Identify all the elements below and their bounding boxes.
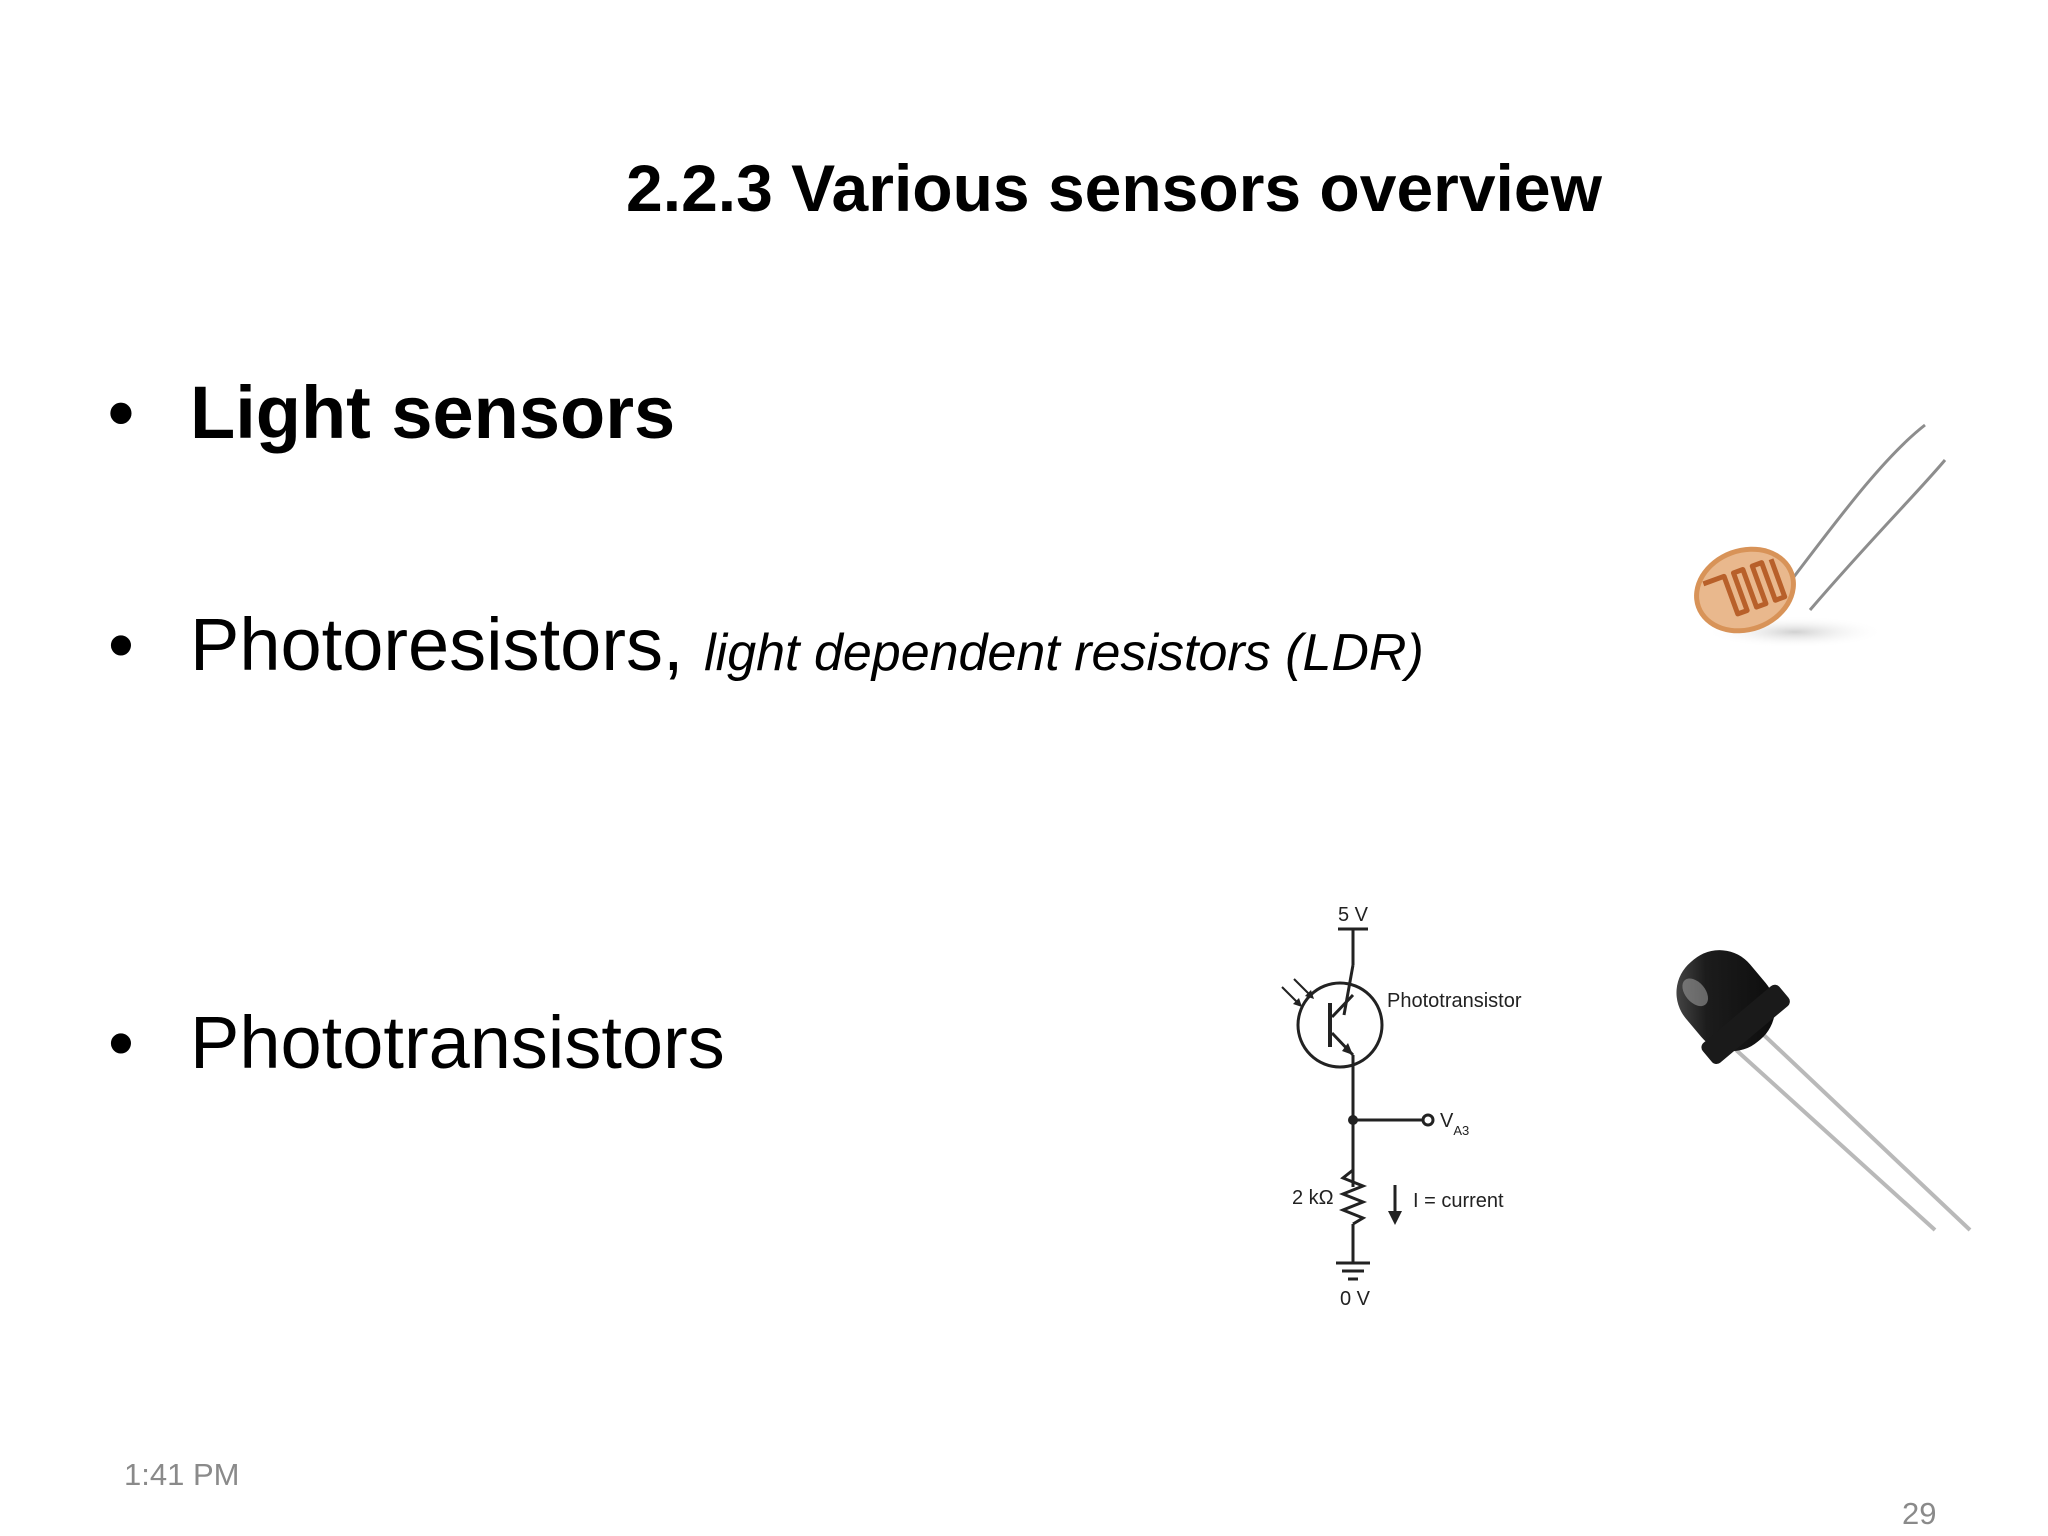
bullet-text: Photoresistors, [190, 603, 705, 686]
bullet-marker: • [108, 1001, 134, 1084]
page-number: 29 [1902, 1496, 1937, 1531]
bullet-photoresistors: • Photoresistors, light dependent resisto… [108, 602, 1424, 687]
transistor-symbol [1296, 981, 1384, 1069]
photoresistor-image [1694, 423, 1947, 648]
output-voltage-sub: A3 [1453, 1123, 1469, 1138]
bullet-subtext: light dependent resistors (LDR) [704, 624, 1424, 682]
supply-voltage-label: 5 V [1338, 904, 1369, 926]
bullet-text: Light sensors [190, 371, 676, 454]
bullet-text: Phototransistors [190, 1001, 725, 1084]
transistor-label: Phototransistor [1387, 990, 1522, 1012]
phototransistor-circuit-diagram: 5 V Phototransistor VA3 2 kΩ I = current… [1281, 904, 1522, 1310]
resistor-symbol [1338, 1168, 1368, 1226]
bullet-marker: • [108, 371, 134, 454]
output-voltage-label: VA3 [1440, 1110, 1469, 1138]
resistor-label: 2 kΩ [1292, 1187, 1334, 1209]
current-label: I = current [1413, 1190, 1504, 1212]
bullet-phototransistors: • Phototransistors [108, 1000, 725, 1085]
output-voltage-main: V [1440, 1110, 1454, 1132]
bullet-light-sensors: • Light sensors [108, 370, 675, 455]
phototransistor-image [1676, 950, 1972, 1232]
bullet-marker: • [108, 603, 134, 686]
slide-title: 2.2.3 Various sensors overview [626, 151, 1602, 225]
footer-time: 1:41 PM [124, 1457, 240, 1492]
ground-label: 0 V [1340, 1288, 1371, 1310]
